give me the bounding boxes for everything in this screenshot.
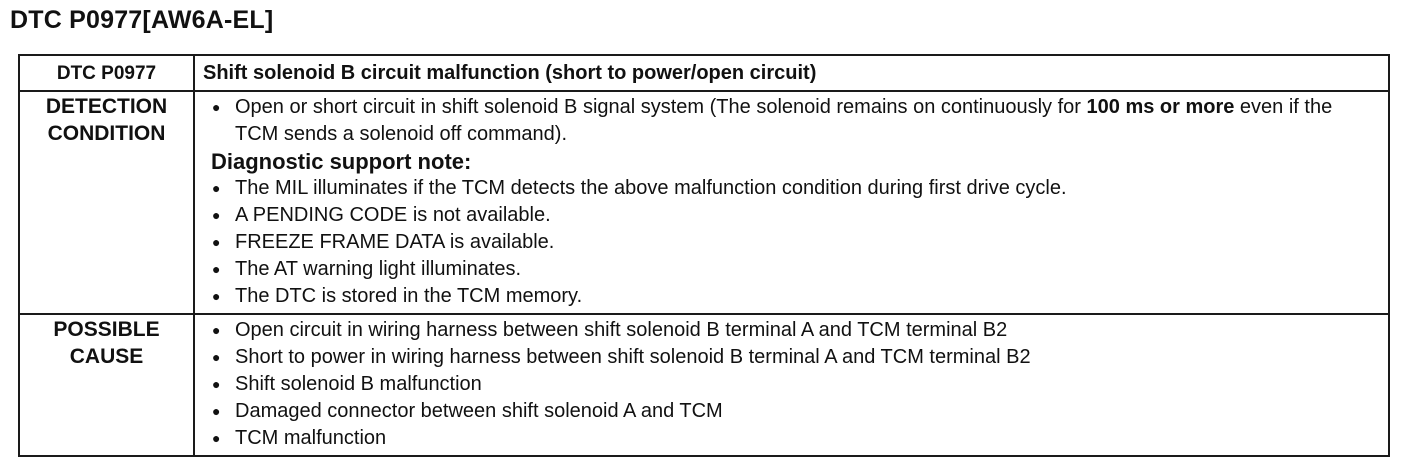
list-item: ● FREEZE FRAME DATA is available. bbox=[209, 229, 1380, 256]
dtc-table: DTC P0977 Shift solenoid B circuit malfu… bbox=[18, 54, 1390, 457]
bullet-icon: ● bbox=[212, 322, 221, 338]
note-item-text: A PENDING CODE is not available. bbox=[235, 204, 551, 226]
list-item: ● A PENDING CODE is not available. bbox=[209, 202, 1380, 229]
list-item: ● TCM malfunction bbox=[209, 425, 1380, 452]
cause-item-text: TCM malfunction bbox=[235, 427, 387, 449]
possible-cause-content: ● Open circuit in wiring harness between … bbox=[193, 313, 1390, 457]
detection-label-line1: DETECTION bbox=[45, 95, 168, 118]
list-item: ● The MIL illuminates if the TCM detects … bbox=[209, 175, 1380, 202]
possible-cause-row: POSSIBLE CAUSE ● Open circuit in wiring h… bbox=[18, 313, 1390, 457]
detection-condition-content: ● Open or short circuit in shift solenoi… bbox=[193, 90, 1390, 315]
detection-condition-row: DETECTION CONDITION ● Open or short circ… bbox=[18, 90, 1390, 315]
dtc-description-cell: Shift solenoid B circuit malfunction (sh… bbox=[193, 54, 1390, 92]
bullet-icon: ● bbox=[212, 180, 221, 196]
detection-label-line2: CONDITION bbox=[47, 122, 166, 145]
list-item: ● The AT warning light illuminates. bbox=[209, 256, 1380, 283]
bullet-icon: ● bbox=[212, 403, 221, 419]
list-item: ● Short to power in wiring harness betwee… bbox=[209, 344, 1380, 371]
list-item: ● Open circuit in wiring harness between … bbox=[209, 317, 1380, 344]
list-item: ● Open or short circuit in shift solenoi… bbox=[209, 94, 1380, 148]
note-item-text: The AT warning light illuminates. bbox=[235, 258, 522, 280]
possible-cause-label: POSSIBLE CAUSE bbox=[18, 313, 195, 457]
cause-label-line2: CAUSE bbox=[69, 345, 144, 368]
list-item: ● Shift solenoid B malfunction bbox=[209, 371, 1380, 398]
dtc-code-cell: DTC P0977 bbox=[18, 54, 195, 92]
detection-item-text: Open or short circuit in shift solenoid … bbox=[235, 96, 1087, 118]
bullet-icon: ● bbox=[212, 430, 221, 446]
page-title: DTC P0977[AW6A-EL] bbox=[10, 6, 274, 34]
bullet-icon: ● bbox=[212, 207, 221, 223]
bullet-icon: ● bbox=[212, 234, 221, 250]
detection-item-emphasis: 100 ms or more bbox=[1086, 96, 1235, 118]
cause-label-line1: POSSIBLE bbox=[53, 318, 160, 341]
cause-item-text: Damaged connector between shift solenoid… bbox=[235, 400, 723, 422]
table-header-row: DTC P0977 Shift solenoid B circuit malfu… bbox=[18, 54, 1390, 92]
cause-item-text: Open circuit in wiring harness between s… bbox=[235, 319, 1008, 341]
list-item: ● The DTC is stored in the TCM memory. bbox=[209, 283, 1380, 310]
detection-condition-label: DETECTION CONDITION bbox=[18, 90, 195, 315]
note-item-text: The MIL illuminates if the TCM detects t… bbox=[235, 177, 1067, 199]
diagnostic-note-heading: Diagnostic support note: bbox=[211, 149, 472, 174]
cause-item-text: Short to power in wiring harness between… bbox=[235, 346, 1031, 368]
bullet-icon: ● bbox=[212, 376, 221, 392]
note-item-text: FREEZE FRAME DATA is available. bbox=[235, 231, 555, 253]
bullet-icon: ● bbox=[212, 349, 221, 365]
bullet-icon: ● bbox=[212, 288, 221, 304]
detection-list: ● Open or short circuit in shift solenoi… bbox=[209, 94, 1380, 148]
bullet-icon: ● bbox=[212, 261, 221, 277]
cause-list: ● Open circuit in wiring harness between … bbox=[209, 317, 1380, 452]
diagnostic-note-list: ● The MIL illuminates if the TCM detects … bbox=[209, 175, 1380, 310]
cause-item-text: Shift solenoid B malfunction bbox=[235, 373, 482, 395]
bullet-icon: ● bbox=[212, 99, 221, 115]
note-item-text: The DTC is stored in the TCM memory. bbox=[235, 285, 583, 307]
list-item: ● Damaged connector between shift solenoi… bbox=[209, 398, 1380, 425]
detection-item-text-end: even if the TCM sends a solenoid off com… bbox=[235, 96, 1333, 145]
